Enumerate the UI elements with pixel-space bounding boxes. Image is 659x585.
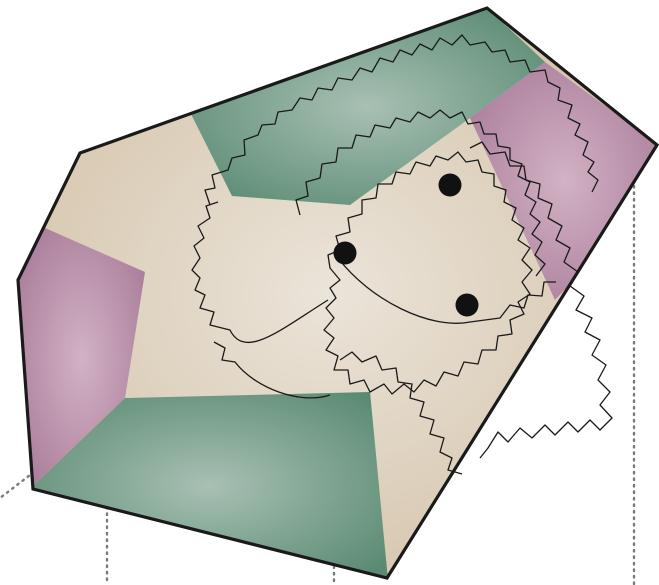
point-top xyxy=(439,174,462,197)
point-left xyxy=(334,242,357,265)
point-right xyxy=(456,294,479,317)
leader-line-left xyxy=(0,472,34,498)
